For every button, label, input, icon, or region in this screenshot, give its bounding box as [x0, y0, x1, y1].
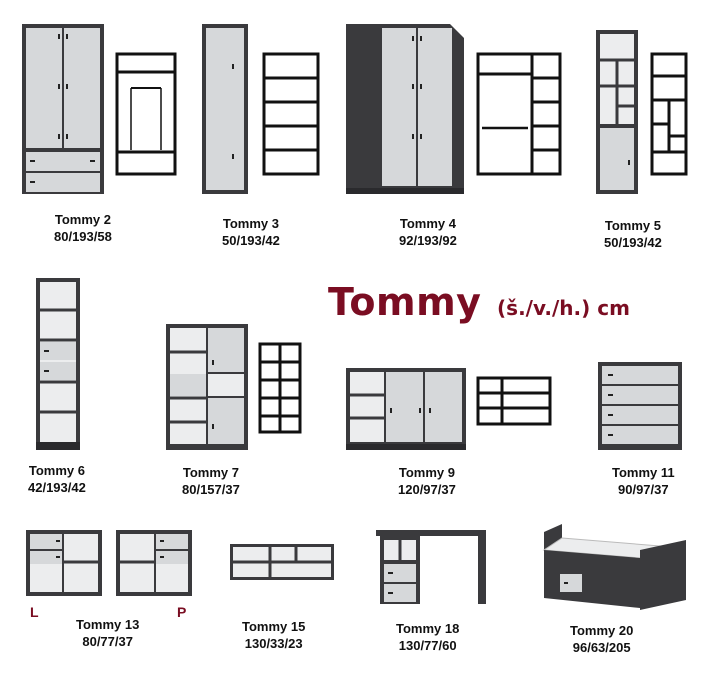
product-dimensions: 130/33/23: [244, 636, 303, 651]
product-dimensions: 80/157/37: [182, 482, 240, 497]
tommy-15-label: Tommy 15 130/33/23: [242, 618, 305, 652]
product-dimensions: 80/193/58: [54, 229, 112, 244]
product-dimensions: 130/77/60: [398, 638, 457, 653]
tommy-4-label: Tommy 4 92/193/92: [399, 215, 457, 249]
tommy-11-photo: [598, 362, 682, 450]
tommy-5-photo: [596, 30, 638, 194]
tommy-13-right-photo: [116, 530, 192, 596]
tommy-5-label: Tommy 5 50/193/42: [604, 217, 662, 251]
product-dimensions: 90/97/37: [618, 482, 669, 497]
catalog-headline: Tommy (š./v./h.) cm: [328, 280, 630, 324]
product-dimensions: 120/97/37: [398, 482, 456, 497]
product-name: Tommy 7: [182, 465, 239, 480]
headline-dimensions-legend: (š./v./h.) cm: [497, 296, 630, 320]
tommy-9-diagram: [476, 376, 552, 426]
tommy-9-label: Tommy 9 120/97/37: [398, 464, 456, 498]
tommy-2-label: Tommy 2 80/193/58: [54, 211, 112, 245]
product-dimensions: 42/193/42: [28, 480, 86, 495]
product-name: Tommy 2: [54, 212, 111, 227]
product-name: Tommy 18: [396, 621, 460, 636]
right-variant-marker: P: [177, 604, 187, 620]
tommy-13-left-photo: [26, 530, 102, 596]
product-name: Tommy 9: [398, 465, 455, 480]
tommy-4-diagram: [476, 52, 562, 176]
tommy-3-label: Tommy 3 50/193/42: [222, 215, 280, 249]
tommy-6-photo: [36, 278, 80, 450]
tommy-13-label: Tommy 13 80/77/37: [76, 616, 139, 650]
tommy-3-diagram: [262, 52, 320, 176]
product-dimensions: 92/193/92: [399, 233, 457, 248]
tommy-4-photo: [346, 24, 464, 194]
tommy-2-photo: [22, 24, 104, 194]
product-name: Tommy 3: [222, 216, 279, 231]
tommy-6-label: Tommy 6 42/193/42: [28, 462, 86, 496]
tommy-3-photo: [202, 24, 248, 194]
product-name: Tommy 5: [604, 218, 661, 233]
tommy-20-photo: [542, 524, 686, 610]
tommy-7-label: Tommy 7 80/157/37: [182, 464, 240, 498]
product-dimensions: 96/63/205: [572, 640, 631, 655]
tommy-18-photo: [376, 530, 486, 604]
tommy-7-photo: [166, 324, 248, 450]
product-name: Tommy 20: [570, 623, 634, 638]
product-dimensions: 50/193/42: [604, 235, 662, 250]
product-name: Tommy 11: [612, 465, 675, 480]
product-name: Tommy 6: [28, 463, 85, 478]
left-variant-marker: L: [30, 604, 39, 620]
tommy-7-diagram: [258, 342, 302, 434]
tommy-18-label: Tommy 18 130/77/60: [396, 620, 459, 654]
tommy-9-photo: [346, 368, 466, 450]
tommy-5-diagram: [650, 52, 688, 176]
tommy-2-diagram: [115, 52, 177, 176]
tommy-20-label: Tommy 20 96/63/205: [570, 622, 633, 656]
tommy-11-label: Tommy 11 90/97/37: [612, 464, 675, 498]
product-dimensions: 80/77/37: [82, 634, 133, 649]
product-name: Tommy 13: [76, 617, 140, 632]
product-name: Tommy 15: [242, 619, 306, 634]
headline-title: Tommy: [328, 280, 482, 324]
product-dimensions: 50/193/42: [222, 233, 280, 248]
tommy-15-photo: [230, 544, 334, 580]
product-name: Tommy 4: [399, 216, 456, 231]
